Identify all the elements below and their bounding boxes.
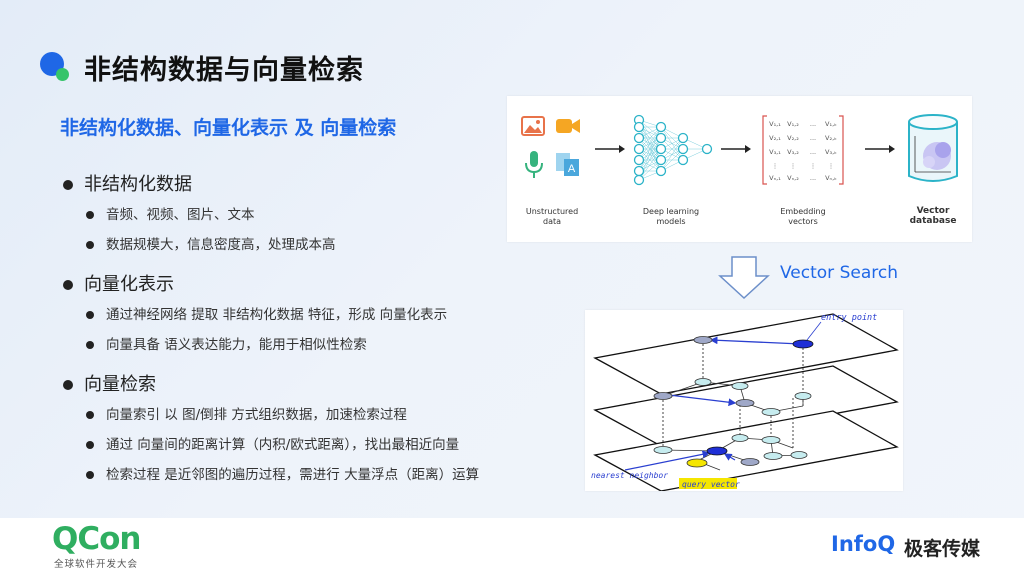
label-embedding-vectors: Embedding vectors [758,207,848,227]
nearest-neighbor-label: nearest neighbor [591,471,668,480]
neuron-node [633,165,645,177]
down-arrow-icon [718,256,770,300]
top-layer-plane [593,313,899,395]
hnsw-graph-figure: entry point nearest neighbor query vecto… [585,310,903,492]
label-line: data [542,217,562,226]
bullet-heading: 向量化表示 [60,270,530,300]
qcon-tagline: 全球软件开发大会 [54,559,139,570]
label-vector-database: Vector database [888,206,978,226]
infoq-logo: InfoQ [831,532,896,556]
jike-media-logo: 极客传媒 [904,538,981,560]
label-line: Deep learning [642,207,700,216]
matrix-cell: V₁,ₖ [825,120,837,128]
flow-arrow-icon [595,145,625,153]
bullet-item: 通过神经网络 提取 非结构化数据 特征，形成 向量化表示 [60,300,530,330]
neuron-node [655,143,667,155]
bullet-section: 向量检索 向量索引 以 图/倒排 方式组织数据，加速检索过程 通过 向量间的距离… [60,370,530,490]
neuron-node [655,132,667,144]
neuron-node [655,165,667,177]
neuron-node [633,174,645,186]
flow-arrow-icon [721,145,751,153]
matrix-cell: V₁,₂ [787,120,799,128]
matrix-cell: Vₙ,₂ [787,174,799,182]
matrix-cell: V₃,₁ [769,148,781,156]
label-deep-learning-models: Deep learning models [626,207,716,227]
doc-letter: A [568,163,576,175]
footer-bar [0,518,1024,576]
matrix-cell: V₃,ₖ [825,148,837,156]
bullet-item: 通过 向量间的距离计算（内积/欧式距离），找出最相近向量 [60,430,530,460]
bullet-item: 音频、视频、图片、文本 [60,200,530,230]
qcon-logo: QCon [52,521,141,557]
vector-search-label: Vector Search [780,263,898,283]
matrix-cell: ⋮ [828,162,835,170]
query-vector-label: query vector [682,480,740,489]
matrix-cell: V₁,₁ [769,120,781,128]
label-line: vectors [788,217,818,226]
matrix-cell: V₂,ₖ [825,134,837,142]
matrix-cell: ... [810,120,816,128]
matrix-cell: ⋮ [810,162,817,170]
neural-network-icon [633,114,713,186]
label-line: Embedding [780,207,826,216]
matrix-cell: Vₙ,₁ [769,174,781,182]
bullet-item: 检索过程 是近邻图的遍历过程，需进行 大量浮点（距离）运算 [60,460,530,490]
neuron-node [677,132,689,144]
bullet-list: 非结构化数据 音频、视频、图片、文本 数据规模大，信息密度高，处理成本高 向量化… [60,170,530,490]
matrix-cell: Vₙ,ₖ [825,174,837,182]
matrix-cell: ... [810,174,816,182]
neuron-node [677,143,689,155]
entry-point-label: entry point [821,313,877,323]
nearest-neighbor-node [706,446,728,456]
neuron-node [633,154,645,166]
neuron-node [633,121,645,133]
matrix-cell: ... [810,134,816,142]
bottom-layer-plane [593,410,899,492]
neuron-node [633,143,645,155]
label-line: models [656,217,686,226]
bullet-heading: 非结构化数据 [60,170,530,200]
matrix-cell: V₂,₁ [769,134,781,142]
image-icon [521,116,545,136]
bullet-heading: 向量检索 [60,370,530,400]
neuron-node [655,121,667,133]
matrix-cell: ... [810,148,816,156]
bullet-item: 数据规模大，信息密度高，处理成本高 [60,230,530,260]
neuron-node [655,154,667,166]
flow-arrow-icon [865,145,895,153]
text-document-icon: A [556,153,579,176]
section-subtitle: 非结构化数据、向量化表示 及 向量检索 [60,117,397,139]
matrix-cell: ⋮ [790,162,797,170]
label-unstructured-data: Unstructured data [507,207,597,227]
bullet-section: 非结构化数据 音频、视频、图片、文本 数据规模大，信息密度高，处理成本高 [60,170,530,260]
bullet-section: 向量化表示 通过神经网络 提取 非结构化数据 特征，形成 向量化表示 向量具备 … [60,270,530,360]
label-line: Unstructured [525,207,579,216]
microphone-icon [525,151,543,178]
vector-database-icon [908,114,958,182]
query-vector-node [686,458,708,468]
matrix-cell: V₂,₂ [787,134,799,142]
label-line: database [909,216,957,226]
neuron-node [633,132,645,144]
title-bullet-accent-icon [56,68,69,81]
embedding-matrix-icon: V₁,₁ V₁,₂... V₁,ₖV₂,₁ V₂,₂... V₂,ₖV₃,₁ V₃,₂..… [762,115,844,185]
matrix-cell: ⋮ [772,162,779,170]
page-title: 非结构数据与向量检索 [84,55,364,86]
neuron-node [701,143,713,155]
bullet-item: 向量具备 语义表达能力，能用于相似性检索 [60,330,530,360]
matrix-cell: V₃,₂ [787,148,799,156]
neuron-node [677,154,689,166]
hnsw-layers-diagram: entry point nearest neighbor query vecto… [591,313,899,492]
video-icon [556,119,580,133]
label-line: Vector [916,206,950,216]
bullet-item: 向量索引 以 图/倒排 方式组织数据，加速检索过程 [60,400,530,430]
